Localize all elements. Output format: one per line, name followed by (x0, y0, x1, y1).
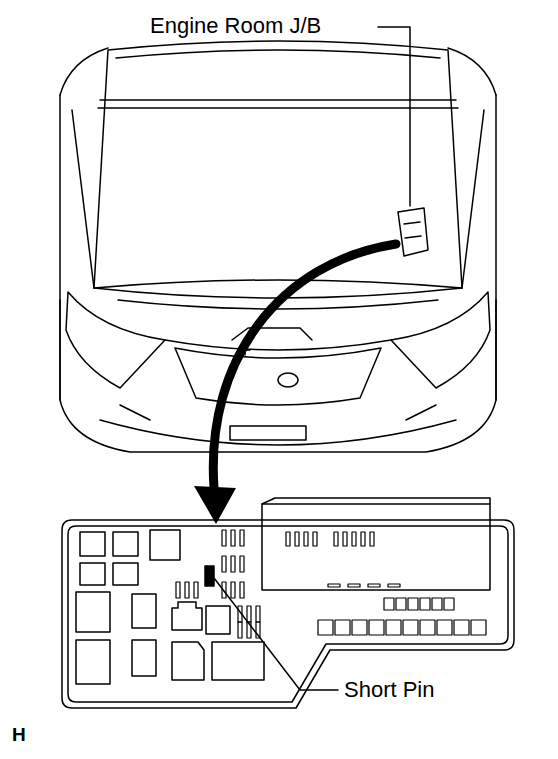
fuse-slot (420, 620, 435, 635)
fuse-slot (231, 556, 235, 572)
fuse-slot (348, 584, 360, 587)
fuse-slot (304, 532, 308, 546)
fuse-slot (334, 532, 338, 546)
fuse-slot (318, 620, 333, 635)
fuse-slot (231, 582, 235, 598)
leader-line (214, 578, 338, 690)
pointer-arrow (194, 244, 396, 524)
fuse-slot (238, 606, 242, 622)
fuse-slot (247, 606, 251, 622)
fuse-slot (222, 556, 226, 572)
fuse-slot (420, 598, 430, 610)
fuse-slot (352, 532, 356, 546)
fuse-slot (432, 598, 442, 610)
fuse-slot (368, 584, 380, 587)
fuse-slot (222, 530, 226, 546)
fuse-slot (444, 598, 454, 610)
fuse-slot (328, 584, 340, 587)
fuse-slot (231, 530, 235, 546)
fuse-slot (256, 622, 260, 638)
fuse-slot (352, 620, 367, 635)
junction-block (62, 498, 514, 708)
leader-line (378, 27, 410, 206)
fuse-slot (454, 620, 469, 635)
fuse-slot (369, 620, 384, 635)
fuse-slot (403, 620, 418, 635)
fuse-slot (386, 620, 401, 635)
fuse-slot (176, 582, 180, 598)
fuse-slot (295, 532, 299, 546)
fuse-slot (343, 532, 347, 546)
fuse-slot (222, 582, 226, 598)
car-front (60, 41, 496, 452)
fuse-slot (361, 532, 365, 546)
fuse-slot (247, 622, 251, 638)
fuse-slot (396, 598, 406, 610)
fuse-slot (313, 532, 317, 546)
fuse-slot (240, 530, 244, 546)
fuse-slot (388, 584, 400, 587)
fuse-slot (286, 532, 290, 546)
fuse-slot (256, 606, 260, 622)
fuse-slot (185, 582, 189, 598)
fuse-slot (437, 620, 452, 635)
figure-code: H (10, 724, 28, 746)
fuse-slot (471, 620, 486, 635)
part-label: Engine Room J/B (148, 13, 323, 38)
fuse-slot (240, 582, 244, 598)
fuse-slot (194, 582, 198, 598)
fuse-slot (370, 532, 374, 546)
fuse-slot (335, 620, 350, 635)
fuse-slot (408, 598, 418, 610)
fuse-slot (240, 556, 244, 572)
part-label: Short Pin (342, 677, 437, 702)
fuse-slot (384, 598, 394, 610)
fuse-slots (176, 530, 486, 638)
fuse-slot (238, 622, 242, 638)
